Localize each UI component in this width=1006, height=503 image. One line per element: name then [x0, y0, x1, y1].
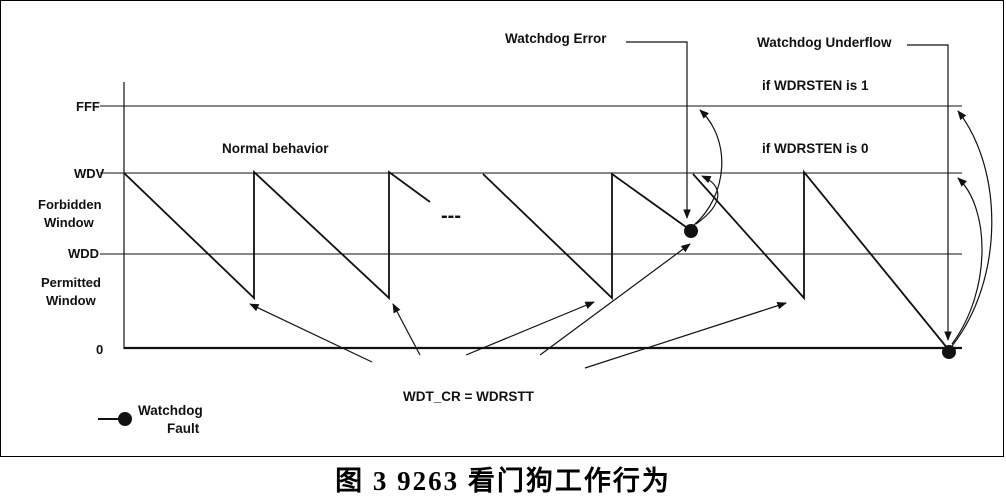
- continuation-ellipsis: ---: [441, 205, 461, 227]
- legend-fault-dot: [118, 412, 132, 426]
- wdv-label: WDV: [74, 166, 105, 181]
- reload-arrow-4: [539, 243, 691, 356]
- diagram-frame: [0, 0, 1004, 457]
- watchdog-diagram: FFF WDV Forbidden Window WDD Permitted W…: [38, 31, 993, 436]
- reload-arrow-2: [392, 303, 421, 356]
- watchdog-error-leader: [626, 41, 691, 219]
- reload-arrow-5: [584, 302, 787, 369]
- watchdog-underflow-fault-dot: [942, 345, 956, 359]
- underflow-to-fff-restart-curve: [951, 110, 993, 347]
- forbidden-window-label-line2: Window: [44, 215, 95, 230]
- forbidden-window-label-line1: Forbidden: [38, 197, 102, 212]
- reload-condition-label: WDT_CR = WDRSTT: [403, 389, 535, 404]
- permitted-window-label-line1: Permitted: [41, 275, 101, 290]
- legend-fault-label: Fault: [167, 421, 200, 436]
- if-wdrsten-1-label: if WDRSTEN is 1: [762, 78, 869, 93]
- permitted-window-label-line2: Window: [46, 293, 97, 308]
- watchdog-underflow-label: Watchdog Underflow: [757, 35, 892, 50]
- reload-arrow-1: [249, 303, 373, 363]
- counter-sawtooth-1: [123, 169, 431, 301]
- counter-sawtooth-3: [692, 169, 949, 350]
- wdd-label: WDD: [68, 246, 99, 261]
- watchdog-error-fault-dot: [684, 224, 698, 238]
- zero-label: 0: [96, 342, 103, 357]
- watchdog-error-label: Watchdog Error: [505, 31, 607, 46]
- underflow-to-wdv-restart-curve: [951, 177, 983, 345]
- if-wdrsten-0-label: if WDRSTEN is 0: [762, 141, 869, 156]
- legend-watchdog-label: Watchdog: [138, 403, 203, 418]
- watchdog-underflow-leader: [907, 44, 952, 341]
- error-to-fff-restart-curve: [692, 109, 723, 227]
- error-to-wdv-restart-curve: [695, 175, 719, 225]
- figure-caption: 图 3 9263 看门狗工作行为: [335, 466, 671, 496]
- reload-arrow-3: [465, 301, 595, 356]
- counter-sawtooth-2: [482, 172, 687, 301]
- fff-label: FFF: [76, 99, 100, 114]
- normal-behavior-label: Normal behavior: [222, 141, 329, 156]
